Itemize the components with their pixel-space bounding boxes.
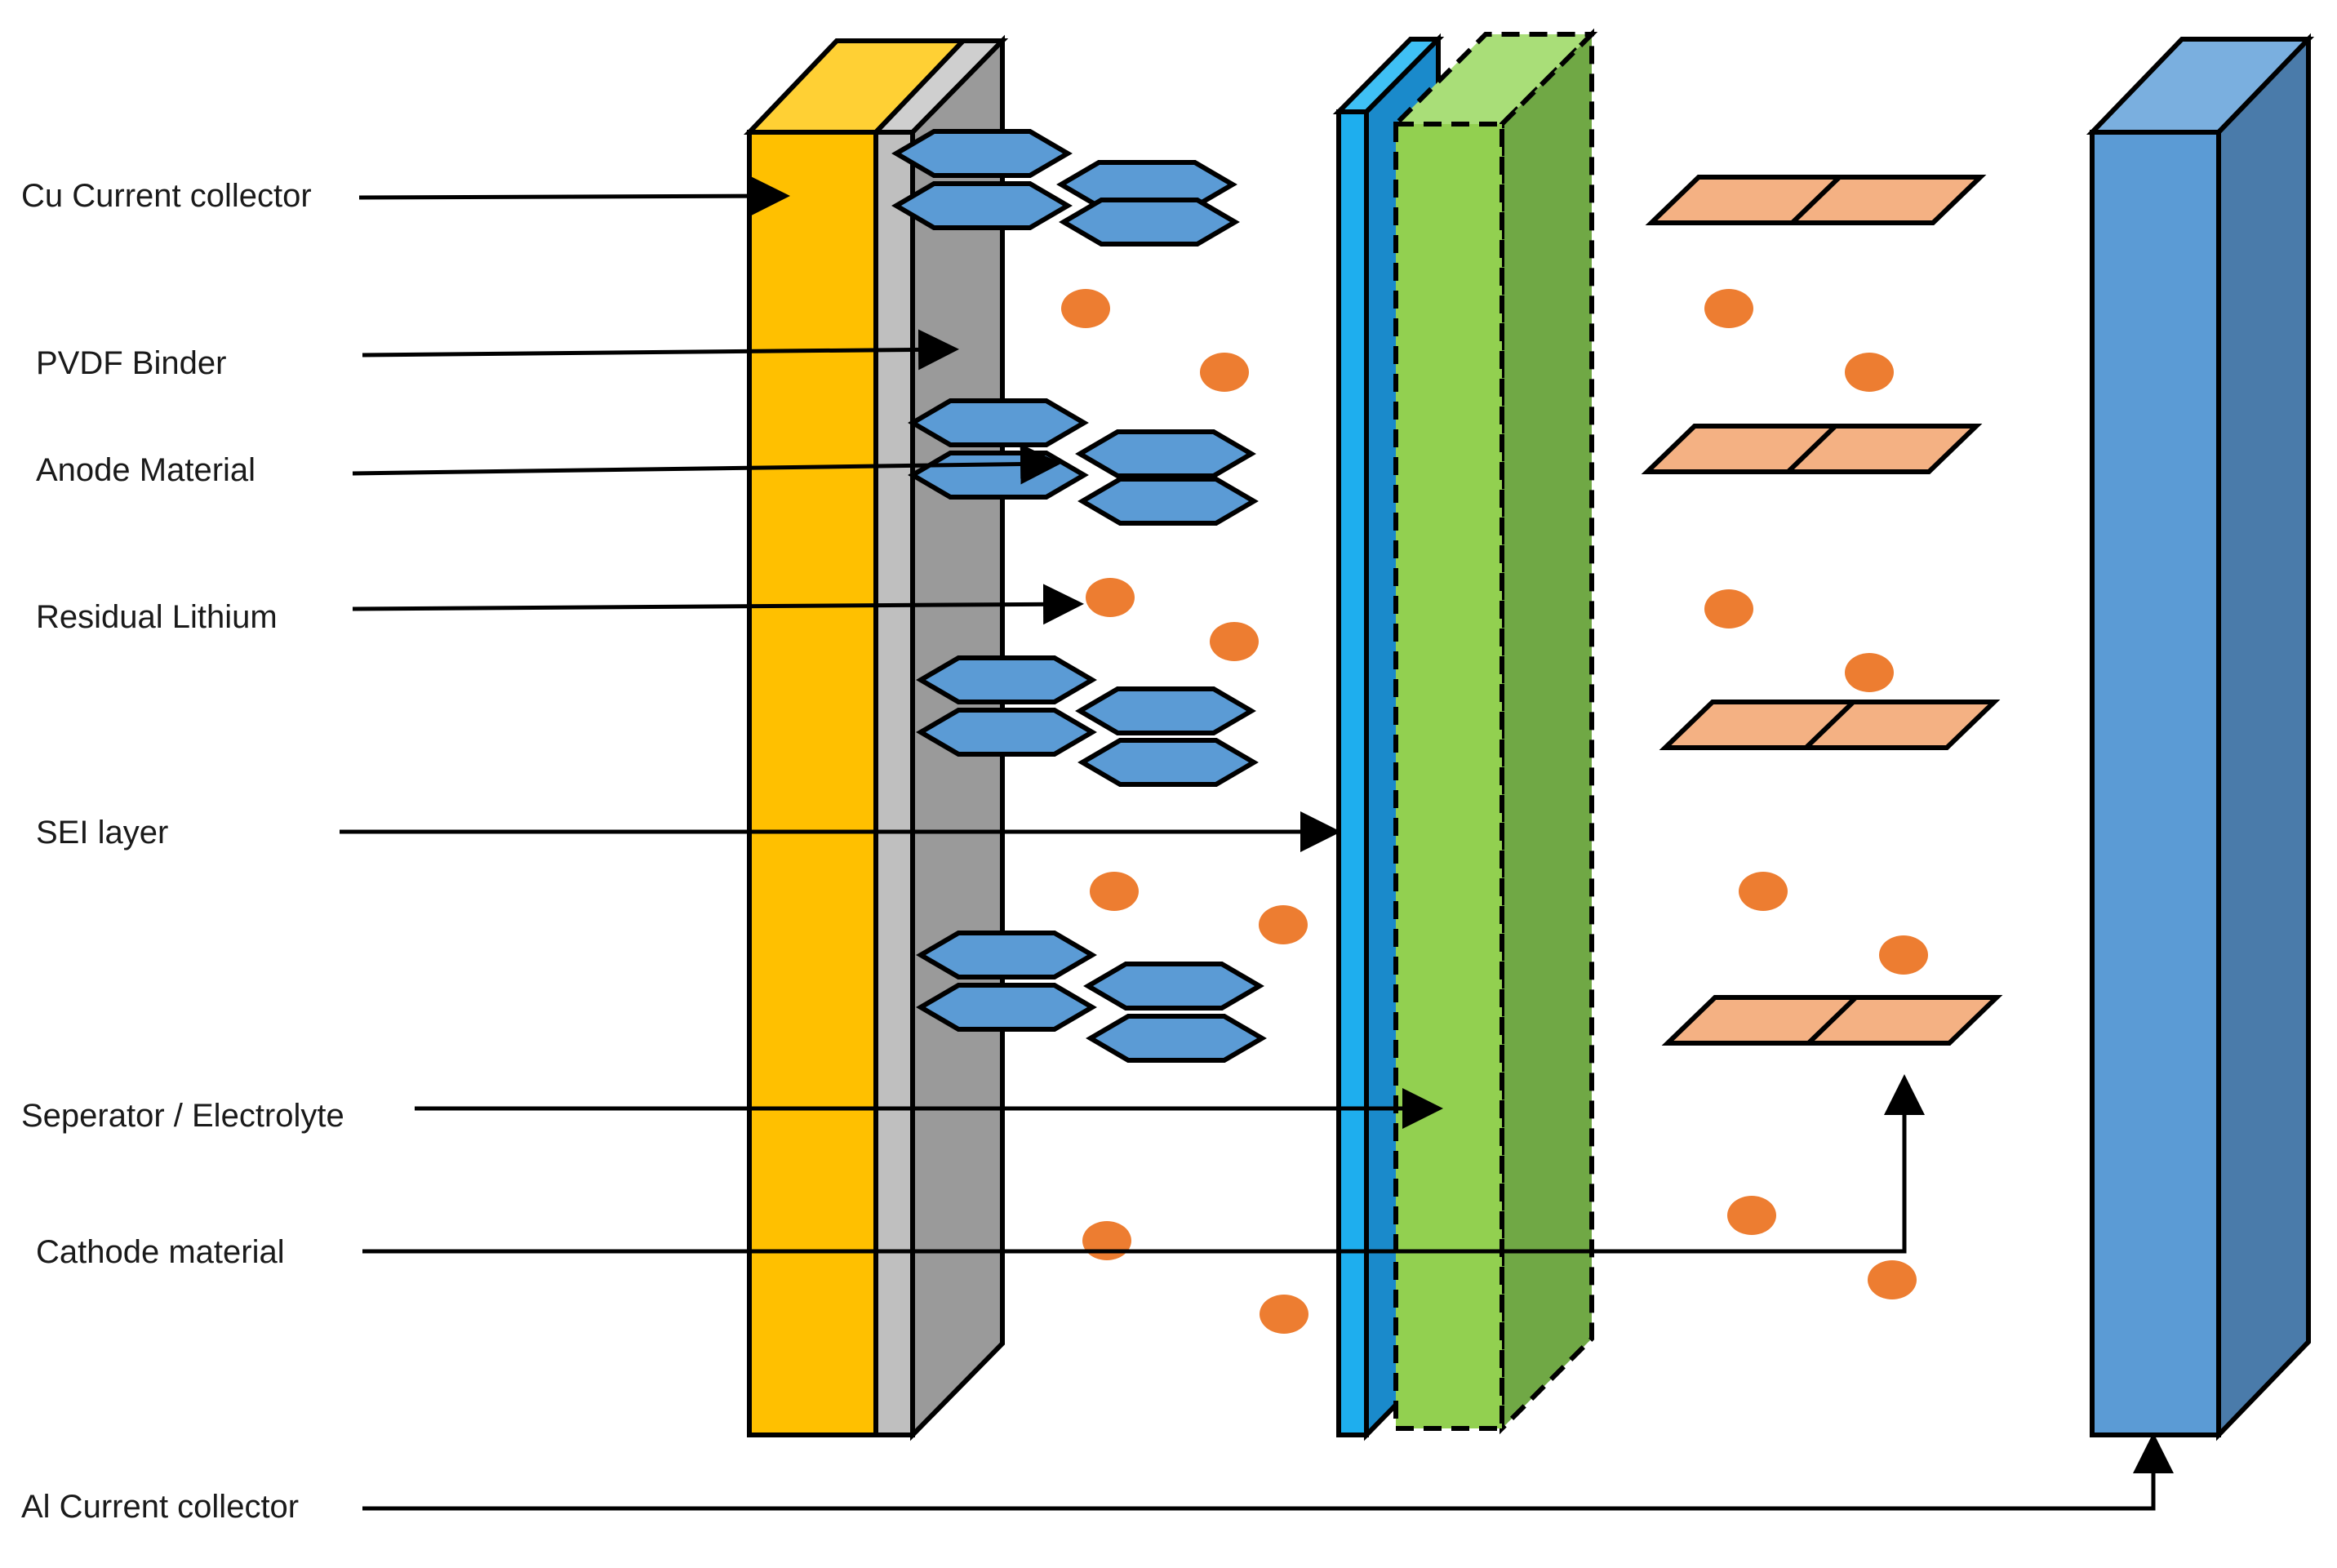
anode-particle-hexagon	[916, 655, 1097, 704]
cathode-particle	[1645, 175, 1987, 225]
al-current-collector-block	[2086, 33, 2315, 1441]
anode-particle-hexagon	[916, 931, 1097, 979]
lithium-dot	[1090, 872, 1139, 911]
binder-front	[873, 130, 915, 1437]
separator-front	[1393, 122, 1504, 1431]
arrow-cathode-material	[362, 1074, 1925, 1254]
cathode-particle-divider	[1786, 424, 1837, 474]
label-cathode-material: Cathode material	[36, 1234, 285, 1270]
lithium-dot	[1200, 353, 1249, 392]
label-sei-layer: SEI layer	[36, 815, 169, 851]
lithium-dot	[1845, 653, 1894, 692]
anode-particle-hexagon	[1075, 686, 1256, 735]
arrow-pvdf-binder	[362, 329, 959, 371]
anode-particle-hexagon	[1077, 738, 1259, 787]
label-separator-electrolyte: Seperator / Electrolyte	[21, 1098, 344, 1134]
separator-side	[1500, 28, 1594, 1435]
anode-particle-hexagon	[1059, 198, 1240, 247]
lithium-dot	[1061, 289, 1110, 328]
lithium-dot	[1727, 1196, 1776, 1235]
label-al-current-collector: Al Current collector	[21, 1489, 300, 1525]
cathode-particle-divider	[1790, 175, 1842, 225]
cathode-particles	[1641, 175, 2003, 1046]
lithium-dot	[1739, 872, 1788, 911]
arrow-anode-material	[352, 443, 1061, 485]
cathode-particle	[1641, 424, 1983, 474]
cathode-particle-divider	[1806, 995, 1858, 1046]
lithium-dot	[1704, 589, 1753, 629]
lithium-dot	[1259, 905, 1308, 944]
label-anode-material: Anode Material	[36, 452, 256, 488]
lithium-dot	[1879, 935, 1928, 975]
lithium-dot	[1845, 353, 1894, 392]
anode-particle-hexagon	[1083, 962, 1264, 1011]
lithium-dot	[1260, 1295, 1308, 1334]
arrow-cu-collector	[358, 175, 790, 217]
anode-particles	[891, 129, 1267, 1063]
al-collector-side	[2216, 33, 2311, 1441]
arrow-residual-lithium	[352, 584, 1084, 625]
cathode-particle	[1661, 995, 2003, 1046]
label-cu-current-collector: Cu Current collector	[21, 178, 312, 214]
anode-particle-hexagon	[908, 398, 1089, 447]
lithium-dot	[1086, 578, 1135, 617]
cathode-particle	[1659, 700, 2001, 750]
separator-block	[1389, 28, 1598, 1435]
anode-particle-hexagon	[1077, 477, 1259, 526]
lithium-dot	[1082, 1221, 1131, 1260]
anode-particle-hexagon	[916, 708, 1097, 757]
sei-front	[1336, 109, 1369, 1437]
arrow-al-collector	[362, 1433, 2174, 1511]
anode-particle-hexagon	[891, 129, 1073, 178]
cathode-particle-divider	[1804, 700, 1855, 750]
al-collector-front	[2090, 130, 2221, 1437]
cu-collector-front	[747, 130, 878, 1437]
anode-particle-hexagon	[1086, 1014, 1267, 1063]
lithium-dot	[1868, 1260, 1917, 1299]
label-pvdf-binder: PVDF Binder	[36, 345, 227, 381]
lithium-dot	[1704, 289, 1753, 328]
anode-particle-hexagon	[916, 983, 1097, 1032]
lithium-dots	[1061, 289, 1928, 1334]
label-residual-lithium: Residual Lithium	[36, 599, 278, 635]
anode-particle-hexagon	[891, 181, 1073, 230]
anode-particle-hexagon	[1075, 429, 1256, 478]
lithium-dot	[1210, 622, 1259, 661]
leader-arrows	[340, 175, 2174, 1511]
anode-particle-hexagon	[908, 451, 1089, 500]
